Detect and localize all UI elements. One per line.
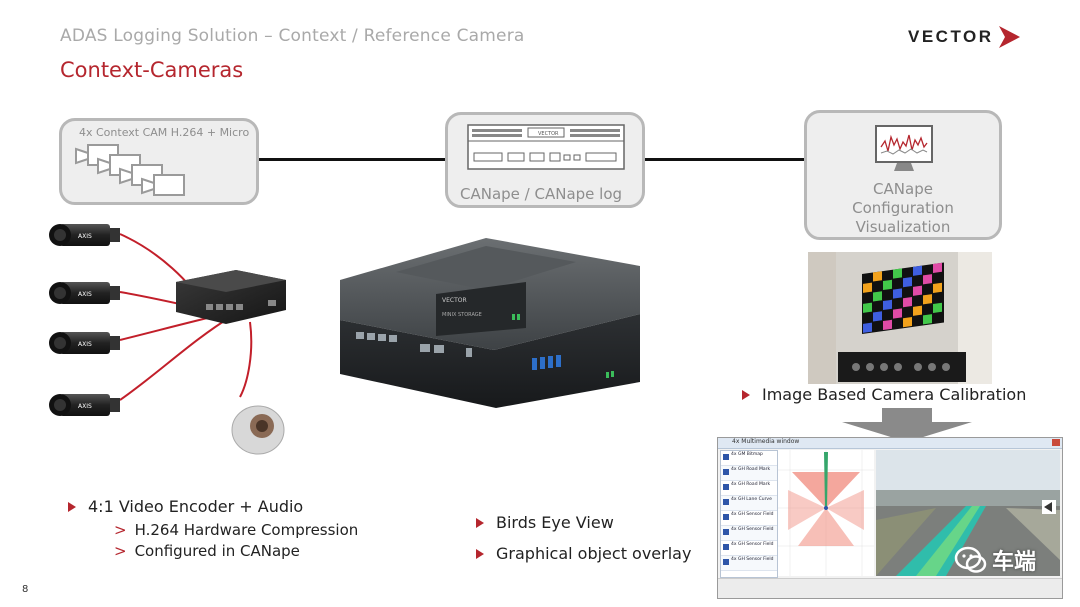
signal-item-icon xyxy=(723,484,729,490)
calibration-checkerboard-photo xyxy=(808,252,992,384)
signal-item-icon xyxy=(723,469,729,475)
axis-camera-4: AXIS xyxy=(49,394,120,416)
signal-list-item: 4x GH Road Mark xyxy=(721,466,777,481)
svg-text:AXIS: AXIS xyxy=(78,403,92,410)
signal-item-icon xyxy=(723,514,729,520)
birds-eye-view-plot xyxy=(778,450,874,576)
context-cam-box: 4x Context CAM H.264 + Micro xyxy=(59,118,259,205)
page-number: 8 xyxy=(22,584,29,595)
road-camera-view xyxy=(876,450,1060,576)
storage-model-text: MINIX STORAGE xyxy=(442,312,482,318)
signal-list-item: 4x GM Bitmap xyxy=(721,451,777,466)
watermark-text: 车端 xyxy=(992,550,1037,575)
context-cam-label: 4x Context CAM H.264 + Micro xyxy=(79,126,250,139)
watermark-badge: 车端 xyxy=(954,544,1036,576)
storage-brand-text: VECTOR xyxy=(442,297,467,304)
bullet-birds-eye-text: Birds Eye View xyxy=(496,513,614,532)
logger-storage-device-photo: VECTOR MINIX STORAGE xyxy=(336,232,644,412)
canape-log-box: VECTOR CANape / CANape log xyxy=(445,112,645,208)
canape-config-box: CANape Configuration Visualization xyxy=(804,110,1002,240)
svg-text:AXIS: AXIS xyxy=(78,341,92,348)
sub-bullet-h264-text: H.264 Hardware Compression xyxy=(134,521,359,539)
slide-subtitle: ADAS Logging Solution – Context / Refere… xyxy=(60,26,525,46)
down-arrow-icon xyxy=(842,408,972,442)
signal-list-item: 4x GH Sensor Field xyxy=(721,541,777,556)
svg-text:AXIS: AXIS xyxy=(78,291,92,298)
bullet-overlay-text: Graphical object overlay xyxy=(496,544,692,563)
bullet-birds-eye: Birds Eye View xyxy=(476,513,614,532)
axis-cameras-encoder-photo: AXIS AXIS AXIS AXIS xyxy=(40,212,330,470)
signal-item-icon xyxy=(723,454,729,460)
axis-camera-1: AXIS xyxy=(49,224,120,246)
signal-item-icon xyxy=(723,559,729,565)
signal-list-item: 4x GH Sensor Field xyxy=(721,556,777,571)
signal-item-icon xyxy=(723,529,729,535)
slide-title: Context-Cameras xyxy=(60,58,244,82)
signal-list-item: 4x GH Sensor Field xyxy=(721,511,777,526)
connector-line-right xyxy=(645,158,805,161)
bullet-encoder: 4:1 Video Encoder + Audio xyxy=(68,497,303,516)
window-close-icon xyxy=(1052,439,1060,446)
bullet-encoder-text: 4:1 Video Encoder + Audio xyxy=(88,497,304,516)
sub-bullet-configured: > Configured in CANape xyxy=(114,542,300,560)
bullet-calibration: Image Based Camera Calibration xyxy=(742,385,1026,404)
svg-text:AXIS: AXIS xyxy=(78,233,92,240)
signal-item-icon xyxy=(723,544,729,550)
signal-list-item: 4x GH Lane Curve xyxy=(721,496,777,511)
window-titlebar: 4x Multimedia window xyxy=(718,438,1062,449)
sub-bullet-marker-icon: > xyxy=(114,542,127,560)
window-title: 4x Multimedia window xyxy=(732,438,800,445)
wechat-icon xyxy=(954,546,987,573)
window-statusbar xyxy=(718,578,1062,598)
sub-bullet-h264: > H.264 Hardware Compression xyxy=(114,521,358,539)
monitor-chart-icon xyxy=(875,125,933,171)
bullet-triangle-icon xyxy=(476,517,484,528)
canape-config-line-2: Configuration xyxy=(852,199,954,217)
svg-text:VECTOR: VECTOR xyxy=(538,131,559,137)
connector-line-left xyxy=(258,158,446,161)
signal-list-item: 4x GH Sensor Field xyxy=(721,526,777,541)
sub-bullet-configured-text: Configured in CANape xyxy=(134,542,300,560)
bullet-triangle-icon xyxy=(68,501,76,512)
vector-logo: VECTOR xyxy=(908,24,1022,50)
logo-chevron-icon xyxy=(998,26,1020,48)
bullet-triangle-icon xyxy=(742,389,750,400)
sub-bullet-marker-icon: > xyxy=(114,521,127,539)
camera-stack-icon xyxy=(75,144,185,196)
bullet-calibration-text: Image Based Camera Calibration xyxy=(762,385,1027,404)
canape-config-line-3: Visualization xyxy=(855,218,951,236)
bullet-overlay: Graphical object overlay xyxy=(476,544,691,563)
bullet-triangle-icon xyxy=(476,548,484,559)
logo-text: VECTOR xyxy=(908,27,994,46)
logger-device-icon: VECTOR xyxy=(467,124,625,170)
signal-item-icon xyxy=(723,499,729,505)
canape-config-line-1: CANape xyxy=(873,180,933,198)
signal-list-item: 4x GH Road Mark xyxy=(721,481,777,496)
axis-camera-2: AXIS xyxy=(49,282,120,304)
canape-log-label: CANape / CANape log xyxy=(460,185,623,203)
axis-camera-3: AXIS xyxy=(49,332,120,354)
